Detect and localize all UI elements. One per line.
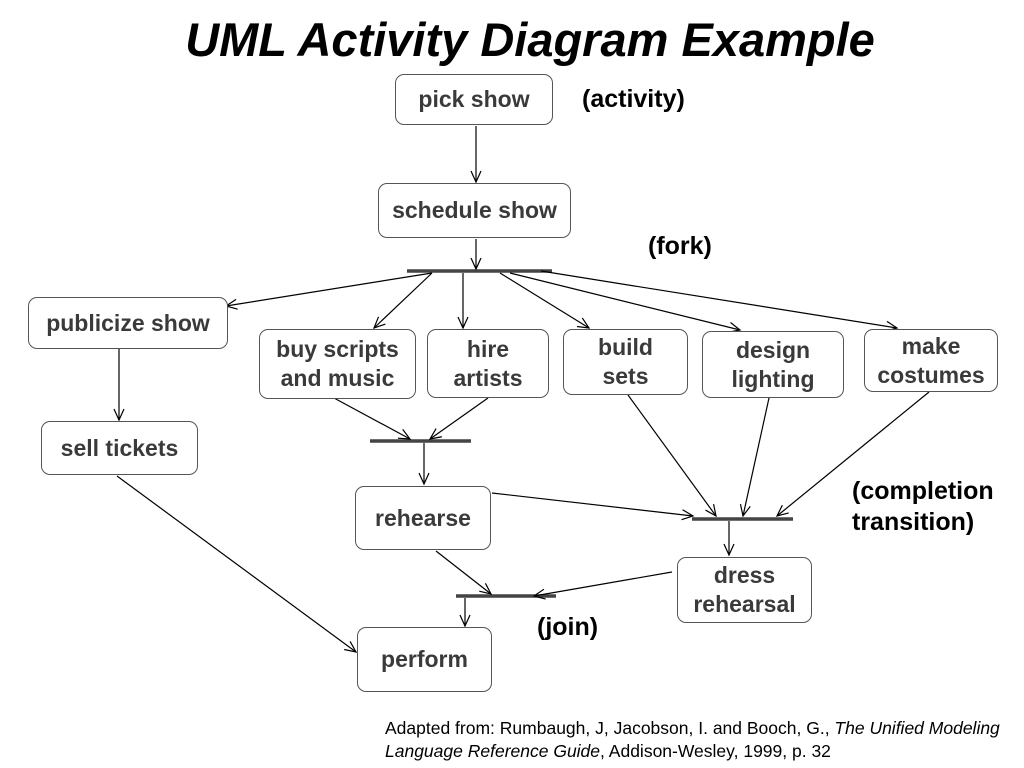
activity-pick-show: pick show [395,74,553,125]
edge-fork-to-make-costumes [540,270,899,332]
activity-publicize-show: publicize show [28,297,228,349]
activity-hire-artists: hire artists [427,329,549,398]
slide-title: UML Activity Diagram Example [185,13,875,66]
activity-make-costumes: make costumes [864,329,998,392]
edge-buy-scripts-to-join [333,397,412,440]
edge-build-sets-to-completion [627,394,717,518]
edge-sell-to-perform [116,475,358,653]
source-citation: Adapted from: Rumbaugh, J, Jacobson, I. … [385,717,1015,763]
annotation-join: (join) [537,613,599,641]
citation-authors: Adapted from: Rumbaugh, J, Jacobson, I. … [385,718,835,738]
edge-hire-artists-to-join [428,397,489,440]
annotation-fork: (fork) [648,232,712,260]
edge-fork-to-build-sets [499,272,591,329]
annotation-completion-transition: (completion transition) [852,477,994,536]
edge-fork-to-buy-scripts [372,272,433,329]
edge-fork-to-design-lighting [509,272,742,333]
edge-rehearse-to-completion [491,492,695,521]
activity-dress-rehearsal: dress rehearsal [677,557,812,623]
activity-buy-scripts-and-music: buy scripts and music [259,329,416,399]
edge-design-lighting-to-completion [739,397,770,518]
activity-sell-tickets: sell tickets [41,421,198,475]
edge-dress-to-join [532,571,673,600]
activity-rehearse: rehearse [355,486,491,550]
edge-fork-to-publicize [224,272,433,310]
activity-design-lighting: design lighting [702,331,844,398]
activity-schedule-show: schedule show [378,183,571,238]
activity-build-sets: build sets [563,329,688,395]
citation-publisher: , Addison-Wesley, 1999, p. 32 [600,741,831,761]
edge-make-costumes-to-completion [775,391,930,517]
annotation-activity: (activity) [582,85,685,113]
citation-book-title: The Unified Modeling Language Reference … [385,718,1000,761]
activity-perform: perform [357,627,492,692]
edge-rehearse-to-join [435,550,493,595]
